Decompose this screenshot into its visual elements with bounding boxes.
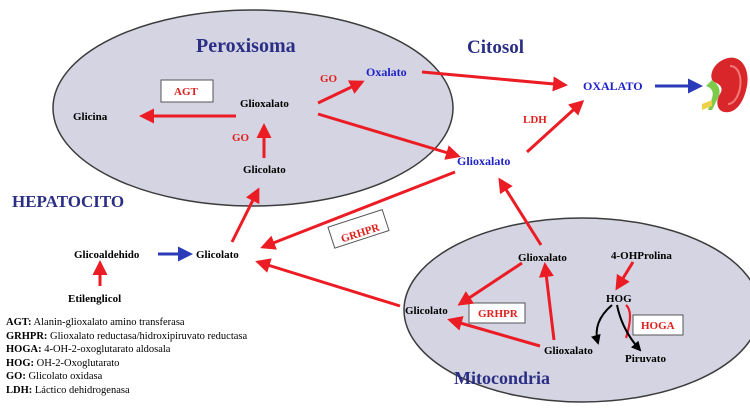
legend-abbr: HOGA: (6, 344, 42, 355)
mito-glycolate: Glicolato (405, 305, 448, 317)
cytosol-ethylene-glycol: Etilenglicol (68, 293, 121, 305)
legend-text: 4-OH-2-oxoglutarato aldosala (44, 344, 170, 355)
cytosol-glycolate: Glicolato (196, 249, 239, 261)
legend-text: Glioxalato reductasa/hidroxipiruvato red… (50, 331, 247, 342)
mito-hydroxyproline: 4-OHProlina (611, 250, 672, 262)
enzyme-grhpr-mito: GRHPR (478, 308, 519, 320)
legend-row-agt: AGT: Alanin-glioxalato amino transferasa (6, 316, 247, 330)
mito-glyoxylate-top: Glioxalato (518, 252, 567, 264)
cytosol-glycolaldehyde: Glicoaldehido (74, 249, 140, 261)
legend-abbr: LDH: (6, 385, 32, 396)
legend-text: Alanin-glioxalato amino transferasa (34, 317, 185, 328)
mito-pyruvate: Piruvato (625, 353, 666, 365)
kidney-icon (702, 58, 748, 113)
legend-abbr: GO: (6, 371, 26, 382)
legend-row-hog: HOG: OH-2-Oxoglutarato (6, 357, 247, 371)
perox-glyoxylate: Glioxalato (240, 98, 289, 110)
legend-text: Láctico dehidrogenasa (35, 385, 130, 396)
enzyme-hoga: HOGA (641, 320, 675, 332)
legend-text: Glicolato oxidasa (28, 371, 102, 382)
hepatocyte-title: HEPATOCITO (12, 192, 124, 211)
cytosol-oxalate: OXALATO (583, 79, 643, 93)
arrow-mito-glycolate-to-cytosol-glycolate (258, 262, 400, 306)
legend-abbr: AGT: (6, 317, 31, 328)
cytosol-glyoxylate: Glioxalato (457, 154, 510, 168)
mito-glyoxylate-bottom: Glioxalato (544, 345, 593, 357)
enzyme-go-lower: GO (232, 132, 250, 144)
legend-text: OH-2-Oxoglutarato (37, 358, 120, 369)
legend-abbr: GRHPR: (6, 331, 47, 342)
mitochondria-title: Mitocondria (454, 368, 550, 388)
arrow-ldh-glyoxylate-to-oxalate (527, 102, 582, 152)
perox-oxalate: Oxalato (366, 65, 407, 79)
legend-row-grhpr: GRHPR: Glioxalato reductasa/hidroxipiruv… (6, 330, 247, 344)
legend-row-ldh: LDH: Láctico dehidrogenasa (6, 384, 247, 398)
enzyme-ldh: LDH (523, 114, 547, 126)
cytosol-title: Citosol (467, 37, 524, 58)
enzyme-go-upper: GO (320, 73, 338, 85)
enzyme-agt: AGT (174, 86, 199, 98)
abbreviation-legend: AGT: Alanin-glioxalato amino transferasa… (6, 316, 247, 398)
legend-row-hoga: HOGA: 4-OH-2-oxoglutarato aldosala (6, 343, 247, 357)
peroxisome-title: Peroxisoma (196, 35, 296, 57)
perox-glycine: Glicina (73, 111, 108, 123)
mito-hog: HOG (606, 293, 632, 305)
perox-glycolate: Glicolato (243, 164, 286, 176)
legend-abbr: HOG: (6, 358, 34, 369)
legend-row-go: GO: Glicolato oxidasa (6, 370, 247, 384)
